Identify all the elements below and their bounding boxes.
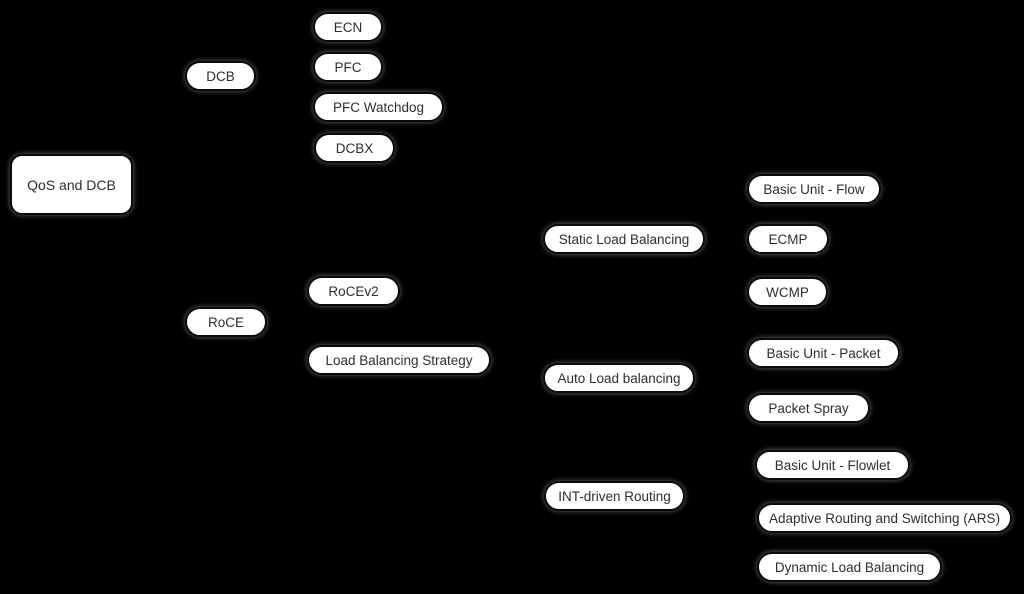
node-rocev2[interactable]: RoCEv2 — [307, 276, 400, 306]
node-basic-unit-packet[interactable]: Basic Unit - Packet — [747, 338, 900, 368]
node-load-balancing-strategy[interactable]: Load Balancing Strategy — [307, 345, 491, 375]
node-qos-and-dcb[interactable]: QoS and DCB — [10, 154, 133, 215]
node-basic-unit-flowlet[interactable]: Basic Unit - Flowlet — [755, 450, 910, 480]
node-roce[interactable]: RoCE — [185, 307, 267, 337]
node-static-load-balancing[interactable]: Static Load Balancing — [543, 224, 705, 254]
node-wcmp[interactable]: WCMP — [747, 277, 828, 307]
node-ecn[interactable]: ECN — [313, 12, 383, 42]
node-ecmp[interactable]: ECMP — [747, 224, 829, 254]
node-adaptive-routing-switching-ars[interactable]: Adaptive Routing and Switching (ARS) — [757, 503, 1012, 533]
node-auto-load-balancing[interactable]: Auto Load balancing — [543, 363, 695, 393]
node-dcbx[interactable]: DCBX — [314, 133, 395, 163]
node-pfc[interactable]: PFC — [313, 52, 383, 82]
node-packet-spray[interactable]: Packet Spray — [747, 393, 870, 423]
node-dcb[interactable]: DCB — [185, 61, 256, 91]
node-basic-unit-flow[interactable]: Basic Unit - Flow — [747, 174, 881, 204]
node-dynamic-load-balancing[interactable]: Dynamic Load Balancing — [757, 552, 942, 582]
node-int-driven-routing[interactable]: INT-driven Routing — [544, 481, 685, 511]
node-pfc-watchdog[interactable]: PFC Watchdog — [313, 92, 444, 122]
